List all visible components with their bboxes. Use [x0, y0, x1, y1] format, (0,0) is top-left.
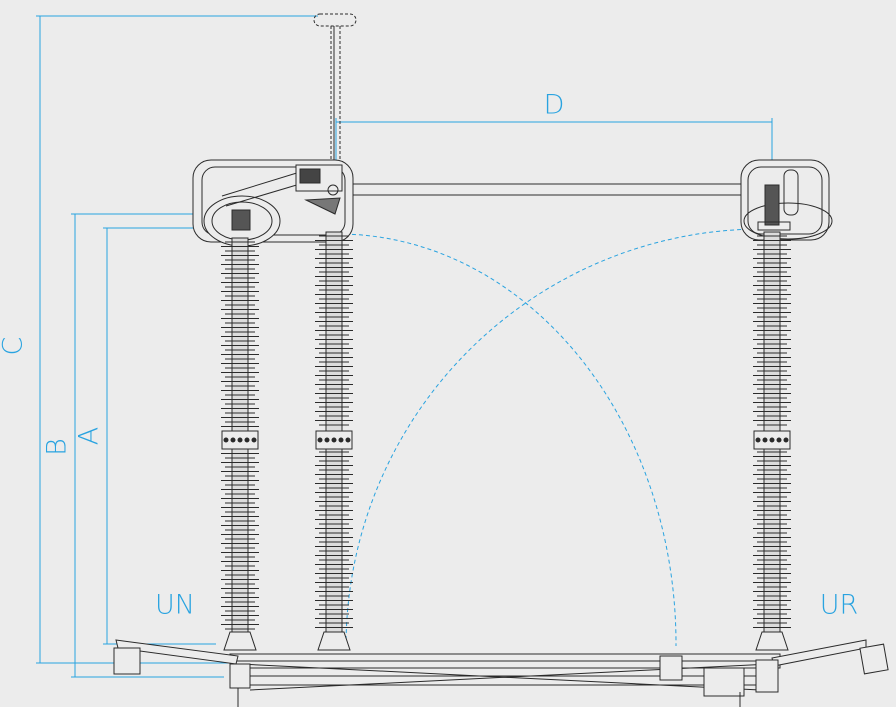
blade [353, 183, 745, 196]
label-un: UN [155, 590, 195, 621]
operating-rod [313, 13, 357, 162]
dimension-a-label: A [74, 427, 105, 445]
mechanism [113, 13, 889, 707]
insulator [221, 237, 259, 651]
insulator [315, 231, 353, 651]
dimension-b-label: B [42, 438, 73, 456]
right-swing-arc [345, 228, 763, 647]
left-head-frame [192, 159, 354, 247]
label-ur: UR [820, 590, 859, 621]
right-head-frame [740, 159, 833, 241]
swing-arcs [337, 228, 763, 647]
left-swing-arc [337, 233, 677, 647]
insulator-group [221, 231, 791, 651]
dimension-d-label: D [544, 90, 565, 121]
dimension-c-label: C [0, 337, 29, 356]
base-frame [113, 639, 889, 707]
insulator [753, 231, 791, 651]
